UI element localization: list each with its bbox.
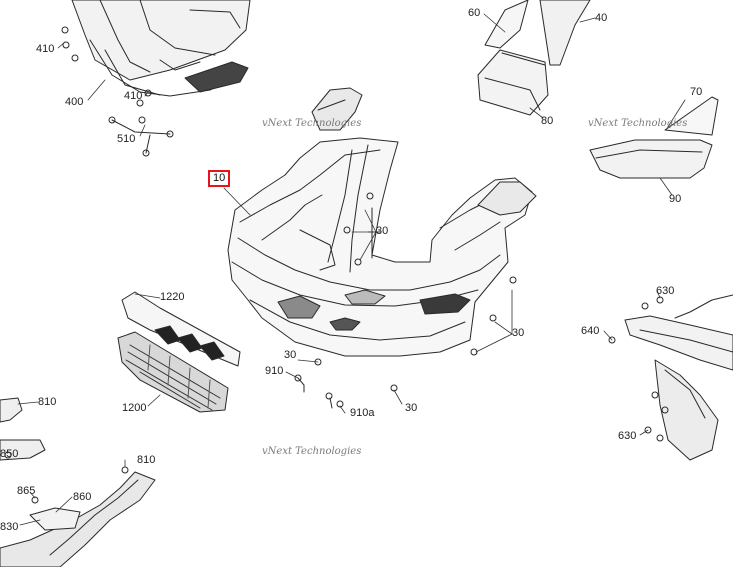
watermark-text: vNext Technologies: [262, 446, 362, 457]
callout-630[interactable]: 630: [618, 430, 637, 442]
callout-30[interactable]: 30: [512, 327, 525, 339]
callout-30[interactable]: 30: [405, 402, 418, 414]
callout-510[interactable]: 510: [117, 133, 136, 145]
callout-830[interactable]: 830: [0, 521, 19, 533]
callout-630[interactable]: 630: [656, 285, 675, 297]
callout-30[interactable]: 30: [376, 225, 389, 237]
watermark-text: vNext Technologies: [588, 118, 688, 129]
callout-400[interactable]: 400: [65, 96, 84, 108]
callout-910a[interactable]: 910a: [350, 407, 375, 419]
callout-40[interactable]: 40: [595, 12, 608, 24]
callout-1200[interactable]: 1200: [122, 402, 147, 414]
callout-810[interactable]: 810: [38, 396, 57, 408]
callout-810[interactable]: 810: [137, 454, 156, 466]
callout-60[interactable]: 60: [468, 7, 481, 19]
callout-910[interactable]: 910: [265, 365, 284, 377]
grille-parts: [117, 291, 241, 413]
left-lower-bracket-assembly: [0, 397, 156, 567]
callout-865[interactable]: 865: [17, 485, 36, 497]
callout-70[interactable]: 70: [690, 86, 703, 98]
callout-80[interactable]: 80: [541, 115, 554, 127]
right-side-panels-middle: [589, 96, 719, 179]
callout-30[interactable]: 30: [284, 349, 297, 361]
upper-left-bracket-assembly: [61, 0, 251, 157]
callout-860[interactable]: 860: [73, 491, 92, 503]
callout-640[interactable]: 640: [581, 325, 600, 337]
callout-410[interactable]: 410: [124, 90, 143, 102]
callout-1220[interactable]: 1220: [160, 291, 185, 303]
leader-lines: [17, 13, 686, 526]
front-fascia-part-10: [227, 87, 537, 366]
right-lower-bracket-assembly: [608, 294, 733, 461]
callout-10[interactable]: 10: [208, 170, 231, 187]
screws-group: [294, 374, 398, 409]
callout-90[interactable]: 90: [669, 193, 682, 205]
right-side-panels-top: [477, 0, 591, 116]
callout-850[interactable]: 850: [0, 448, 19, 460]
watermark-text: vNext Technologies: [262, 118, 362, 129]
callout-410[interactable]: 410: [36, 43, 55, 55]
